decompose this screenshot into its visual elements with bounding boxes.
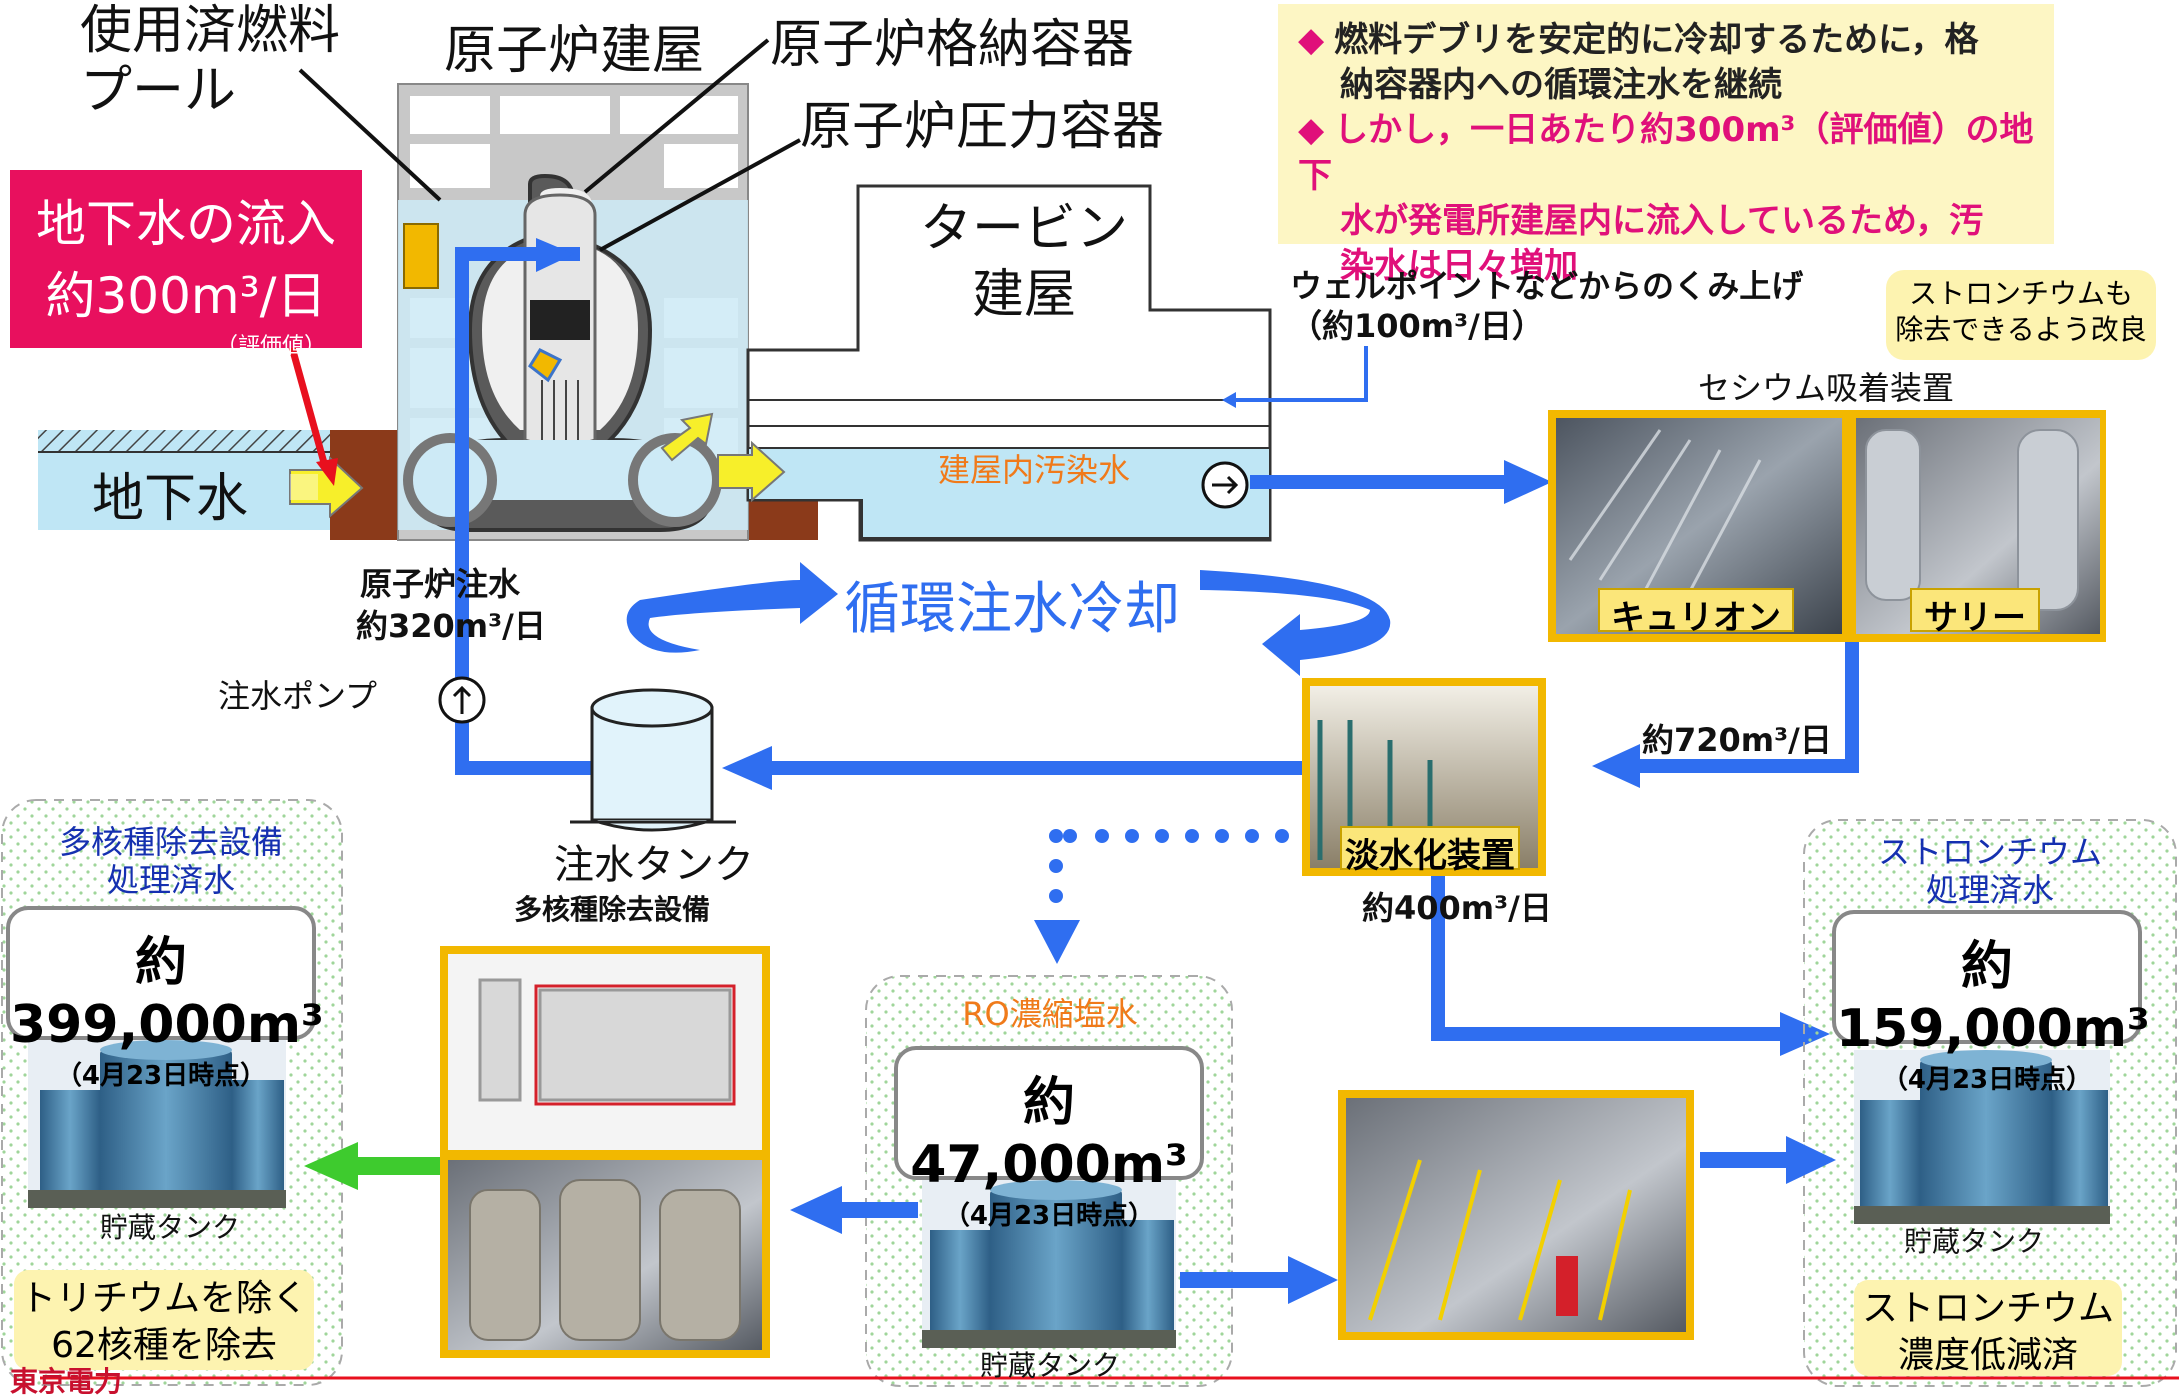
cesium-device-label: セシウム吸着装置 [1698, 369, 1955, 407]
notes-box: ◆燃料デブリを安定的に冷却するために，格 納容器内への循環注水を継続 ◆しかし，… [1278, 4, 2054, 286]
storage-tank-label-2: 貯蔵タンク [980, 1349, 1121, 1382]
alps-water-value-box: 約399,000m³ （4月23日時点） [6, 906, 324, 1091]
storage-tank-label-3: 貯蔵タンク [1904, 1225, 2045, 1258]
strontium-callout: ストロンチウムも 除去できるよう改良 [1886, 270, 2156, 360]
note-line-2: 納容器内への循環注水を継続 [1340, 65, 1782, 106]
spent-fuel-pool-label-1: 使用済燃料 [80, 1, 341, 61]
strontium-summary-1: ストロンチウム [1861, 1288, 2114, 1329]
injection-pipe [455, 247, 600, 775]
circulation-cooling-label: 循環注水冷却 [844, 577, 1180, 642]
turbine-building [746, 184, 1272, 542]
inflow-pointer [286, 339, 330, 471]
strontium-water-title-1: ストロンチウム [1877, 833, 2102, 871]
inflow-note: （評価値） [215, 334, 326, 359]
storage-tank-label-1: 貯蔵タンク [100, 1211, 241, 1244]
strontium-summary-2: 濃度低減済 [1897, 1334, 2078, 1376]
injection-tank [570, 688, 736, 832]
reactor-injection-label: 原子炉注水 [360, 565, 521, 603]
ro-brine-date: （4月23日時点） [943, 1201, 1155, 1231]
note-line-3: しかし，一日あたり約300m³（評価値）の地下 [1298, 110, 2034, 196]
note-line-1: 燃料デブリを安定的に冷却するために，格 [1334, 20, 1979, 60]
ro-brine-value: 約47,000m³ [910, 1073, 1188, 1195]
injection-pump-label: 注水ポンプ [218, 677, 378, 715]
fuel-rack [403, 223, 439, 289]
injection-tank-label: 注水タンク [554, 842, 754, 888]
ro-brine-title: RO濃縮塩水 [962, 995, 1138, 1033]
alps-summary-box: トリチウムを除く 62核種を除去 [14, 1270, 314, 1370]
inflow-title: 地下水の流入 [36, 195, 336, 253]
turbine-label-2: 建屋 [972, 265, 1077, 325]
flow-400-label: 約400m³/日 [1362, 889, 1552, 927]
callout-line-1: ストロンチウムも [1908, 277, 2133, 310]
turbine-label-1: タービン [920, 199, 1129, 259]
groundwater-label: 地下水 [92, 469, 249, 529]
contaminated-water-label: 建屋内汚染水 [938, 451, 1131, 489]
tank-photo-alps [28, 1040, 286, 1208]
alps-summary-2: 62核種を除去 [51, 1324, 277, 1366]
flow-720-label: 約720m³/日 [1642, 721, 1832, 759]
containment-label: 原子炉格納容器 [770, 15, 1135, 75]
groundwater-inflow-arrows [289, 412, 786, 519]
strontium-water-value-box: 約159,000m³ （4月23日時点） [1832, 910, 2150, 1095]
pressure-vessel-label: 原子炉圧力容器 [800, 97, 1165, 157]
strontium-water-value: 約159,000m³ [1836, 937, 2150, 1059]
circulation-arrows [626, 562, 1391, 676]
reactor-building-label: 原子炉建屋 [444, 21, 705, 81]
dotted-flow [1049, 829, 1289, 903]
footer-logo: 東京電力 [10, 1365, 123, 1398]
alps-label: 多核種除去設備 [514, 893, 711, 926]
kurion-label: キュリオン [1598, 588, 1794, 638]
tank-photo-ro [922, 1180, 1176, 1348]
spent-fuel-pool-label-2: プール [80, 61, 237, 121]
alps-water-date: （4月23日時点） [55, 1061, 267, 1091]
alps-summary-1: トリチウムを除く [19, 1278, 308, 1319]
desalination-label: 淡水化装置 [1340, 826, 1520, 876]
tank-photo-strontium [1854, 1050, 2110, 1224]
fuel-debris-top [530, 300, 590, 340]
groundwater-inflow-box: 地下水の流入 約300m³/日 （評価値） [10, 170, 362, 359]
sarry-label: サリー [1910, 588, 2040, 638]
alps-water-value: 約399,000m³ [10, 933, 324, 1055]
inflow-amount: 約300m³/日 [45, 267, 327, 325]
strontium-summary-box: ストロンチウム 濃度低減済 [1854, 1280, 2122, 1376]
strontium-device-photo [1346, 1098, 1686, 1332]
wellpoint-label-2: （約100m³/日） [1290, 307, 1544, 345]
ro-brine-value-box: 約47,000m³ （4月23日時点） [894, 1046, 1204, 1231]
diamond-icon: ◆ [1298, 110, 1325, 151]
callout-line-2: 除去できるよう改良 [1895, 313, 2147, 347]
reactor-injection-amount: 約320m³/日 [356, 607, 546, 645]
alps-water-title-2: 処理済水 [106, 861, 235, 899]
alps-water-title-1: 多核種除去設備 [58, 823, 283, 861]
note-line-5: 染水は日々増加 [1340, 246, 1578, 287]
note-line-4: 水が発電所建屋内に流入しているため，汚 [1340, 200, 1984, 241]
ground-hatch [38, 430, 330, 452]
strontium-water-title-2: 処理済水 [1925, 871, 2054, 909]
strontium-water-date: （4月23日時点） [1881, 1065, 2093, 1095]
wellpoint-label-1: ウェルポイントなどからのくみ上げ [1290, 267, 1804, 305]
diamond-icon: ◆ [1298, 20, 1325, 60]
